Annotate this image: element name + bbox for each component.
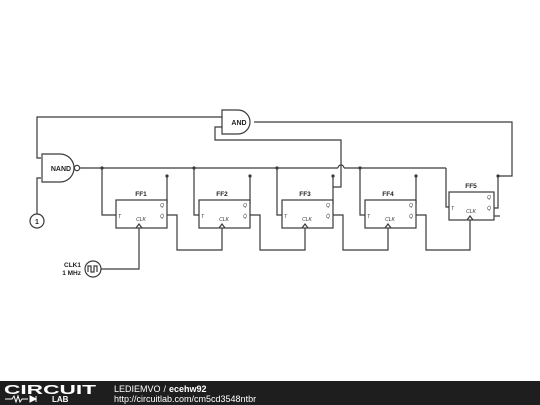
junction	[248, 174, 252, 178]
ff1-clock-triangle	[135, 223, 143, 229]
square-wave-icon	[87, 265, 98, 273]
path-separator: /	[163, 384, 167, 394]
resistor-icon	[5, 394, 28, 403]
circuitlab-logo[interactable]: CIRCUIT LAB	[4, 383, 104, 403]
and-gate[interactable]: AND	[221, 109, 251, 135]
nand-bubble	[73, 164, 81, 172]
ff3-clock-triangle	[301, 223, 309, 229]
junction	[165, 174, 169, 178]
flip-flop-ff3[interactable]: FF3 T CLK Q Q̄	[281, 191, 334, 229]
ff2-qbar-pin: Q̄	[243, 213, 247, 220]
and-gate-label: AND	[231, 120, 246, 127]
circuit-url[interactable]: http://circuitlab.com/cm5cd3548ntbr	[114, 394, 257, 404]
ff3-q-pin: Q	[326, 203, 330, 209]
ff5-clk-pin: CLK	[466, 209, 476, 215]
nand-gate[interactable]: NAND	[41, 153, 81, 183]
junction	[100, 166, 104, 170]
ff2-clk-pin: CLK	[219, 217, 229, 223]
ff4-label: FF4	[382, 191, 394, 198]
schematic: AND NAND FF1 T CLK Q Q̄ FF2 T CLK Q Q̄ F…	[29, 109, 513, 278]
ff4-t-pin: T	[367, 214, 371, 220]
flip-flop-ff2[interactable]: FF2 T CLK Q Q̄	[198, 191, 251, 229]
junction	[275, 166, 279, 170]
wires	[36, 116, 513, 270]
constant-source[interactable]: 1	[29, 213, 45, 229]
clock-source[interactable]: CLK1 1 MHz	[62, 260, 102, 278]
ff5-label: FF5	[465, 183, 477, 190]
user-circuit-line: LEDIEMVO/ecehw92	[114, 384, 207, 394]
ff4-q-pin: Q	[409, 203, 413, 209]
ff5-q-pin: Q	[487, 195, 491, 201]
ff3-t-pin: T	[284, 214, 288, 220]
junction	[192, 166, 196, 170]
logo-top-text: CIRCUIT	[4, 383, 96, 397]
ff1-clk-pin: CLK	[136, 217, 146, 223]
ff2-clock-triangle	[218, 223, 226, 229]
ff3-clk-pin: CLK	[302, 217, 312, 223]
ff1-t-pin: T	[118, 214, 122, 220]
diode-icon	[29, 395, 38, 403]
flip-flop-ff1[interactable]: FF1 T CLK Q Q̄	[115, 191, 168, 229]
ff2-q-pin: Q	[243, 203, 247, 209]
footer-bar: CIRCUIT LAB LEDIEMVO/ecehw92 http://circ…	[0, 381, 540, 405]
junction	[496, 174, 500, 178]
username[interactable]: LEDIEMVO	[114, 384, 161, 394]
ff1-qbar-pin: Q̄	[160, 213, 164, 220]
ff2-label: FF2	[216, 191, 228, 198]
ff2-t-pin: T	[201, 214, 205, 220]
ff1-label: FF1	[135, 191, 147, 198]
logo-bottom-text: LAB	[52, 395, 69, 403]
flip-flop-ff4[interactable]: FF4 T CLK Q Q̄	[364, 191, 417, 229]
circuit-name[interactable]: ecehw92	[169, 384, 207, 394]
ff5-t-pin: T	[451, 206, 455, 212]
ff3-qbar-pin: Q̄	[326, 213, 330, 220]
clock-frequency: 1 MHz	[62, 270, 82, 277]
ff4-clk-pin: CLK	[385, 217, 395, 223]
ff1-q-pin: Q	[160, 203, 164, 209]
ff5-qbar-pin: Q̄	[487, 205, 491, 212]
junction	[414, 174, 418, 178]
constant-value: 1	[35, 219, 39, 226]
flip-flop-ff5[interactable]: FF5 T CLK Q Q̄	[448, 183, 495, 221]
ff4-qbar-pin: Q̄	[409, 213, 413, 220]
ff3-label: FF3	[299, 191, 311, 198]
ff5-clock-triangle	[466, 215, 474, 221]
nand-gate-label: NAND	[51, 166, 71, 173]
junction	[358, 166, 362, 170]
junctions	[100, 166, 500, 178]
junction	[331, 174, 335, 178]
clock-name: CLK1	[64, 262, 81, 269]
ff4-clock-triangle	[384, 223, 392, 229]
